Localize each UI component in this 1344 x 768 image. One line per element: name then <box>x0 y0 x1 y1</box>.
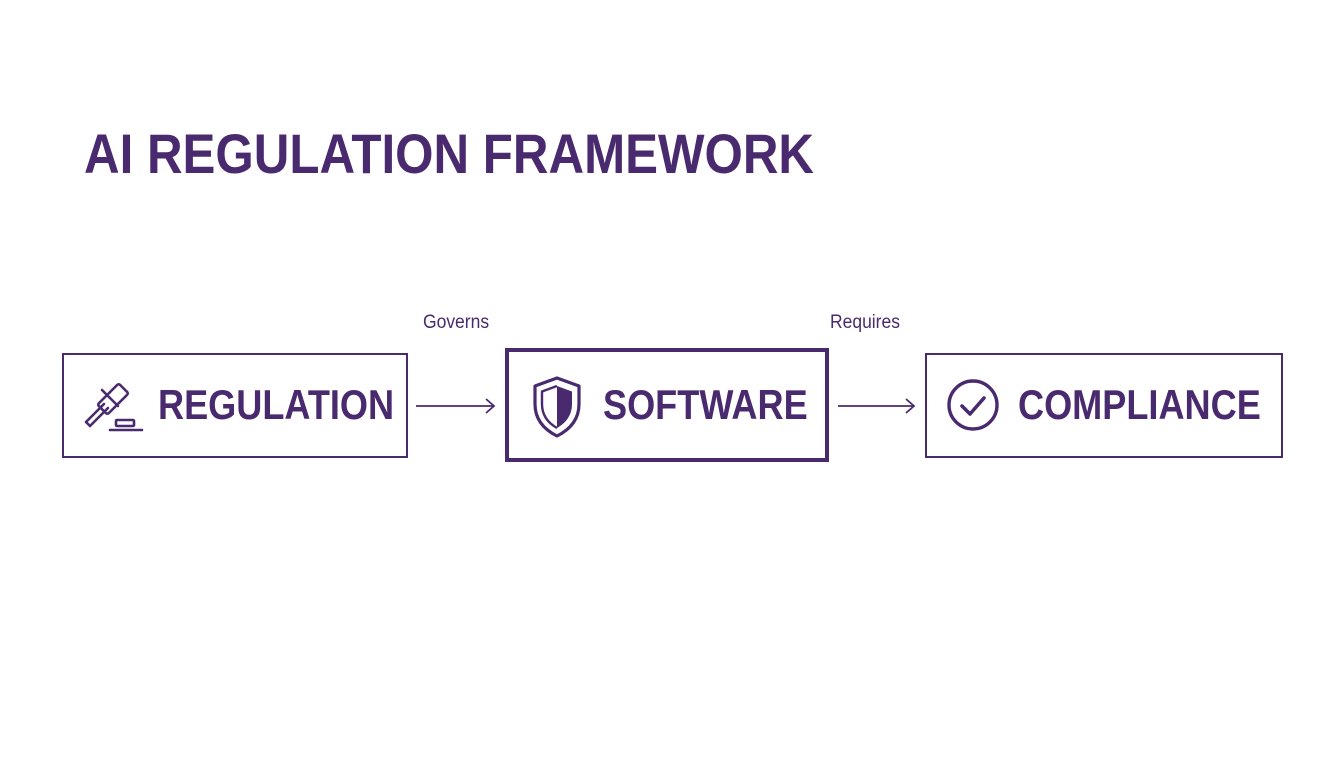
check-circle-icon <box>947 379 999 431</box>
node-label-software: SOFTWARE <box>603 381 808 428</box>
edge-label-governs: Governs <box>423 312 490 333</box>
node-software: SOFTWARE <box>505 348 829 462</box>
arrow-regulation-to-software <box>416 398 496 414</box>
node-label-compliance: COMPLIANCE <box>1018 381 1261 428</box>
diagram-title: AI REGULATION FRAMEWORK <box>84 122 815 185</box>
arrow-software-to-compliance <box>838 398 916 414</box>
gavel-icon <box>84 382 144 432</box>
edge-label-requires: Requires <box>830 312 900 333</box>
node-label-regulation: REGULATION <box>158 381 395 428</box>
node-compliance: COMPLIANCE <box>925 353 1283 458</box>
shield-icon <box>533 376 581 438</box>
node-regulation: REGULATION <box>62 353 408 458</box>
